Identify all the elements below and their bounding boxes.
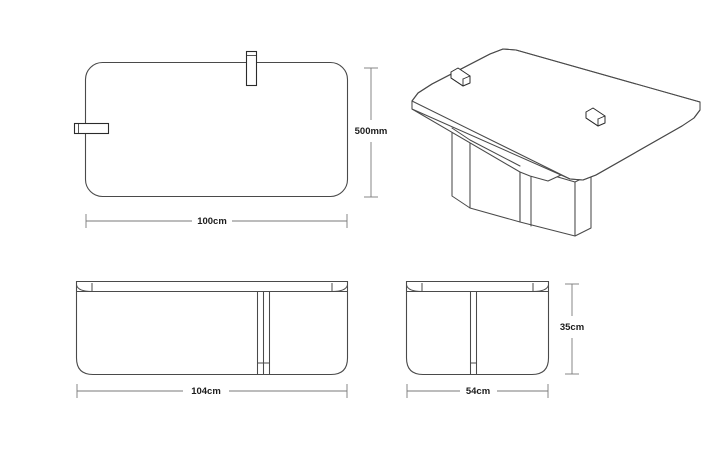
side-elevation-center-leg <box>469 291 478 374</box>
dimension-label-500mm: 500mm <box>355 126 388 137</box>
dimension-top-view-width: 100cm <box>85 214 348 228</box>
front-elevation-outline <box>75 280 349 376</box>
dimension-side-elevation-height: 35cm <box>560 283 584 375</box>
side-elevation: 35cm 54cm <box>405 280 584 398</box>
isometric-view <box>411 48 701 237</box>
top-view: 500mm 100cm <box>73 50 388 228</box>
dimension-side-elevation-width: 54cm <box>406 384 549 398</box>
isometric-rear-left-tab <box>450 67 471 87</box>
top-view-top-tab <box>245 50 258 87</box>
side-elevation-left-notch <box>406 281 423 292</box>
dimension-label-104cm: 104cm <box>191 386 221 397</box>
side-elevation-outline <box>405 280 550 376</box>
dimension-front-elevation-width: 104cm <box>76 384 348 398</box>
front-elevation: 104cm <box>75 280 349 398</box>
dimension-label-54cm: 54cm <box>466 386 490 397</box>
side-elevation-right-notch <box>532 281 549 292</box>
isometric-pedestal-right-panel <box>519 165 592 237</box>
dimension-top-view-height: 500mm <box>355 67 388 198</box>
front-elevation-right-notch <box>331 281 348 292</box>
dimension-label-35cm: 35cm <box>560 322 584 333</box>
dimension-label-100cm: 100cm <box>197 216 227 227</box>
top-view-left-tab <box>73 122 110 135</box>
front-elevation-left-notch <box>76 281 93 292</box>
isometric-front-right-tab <box>585 107 606 127</box>
front-elevation-center-leg <box>256 291 271 374</box>
